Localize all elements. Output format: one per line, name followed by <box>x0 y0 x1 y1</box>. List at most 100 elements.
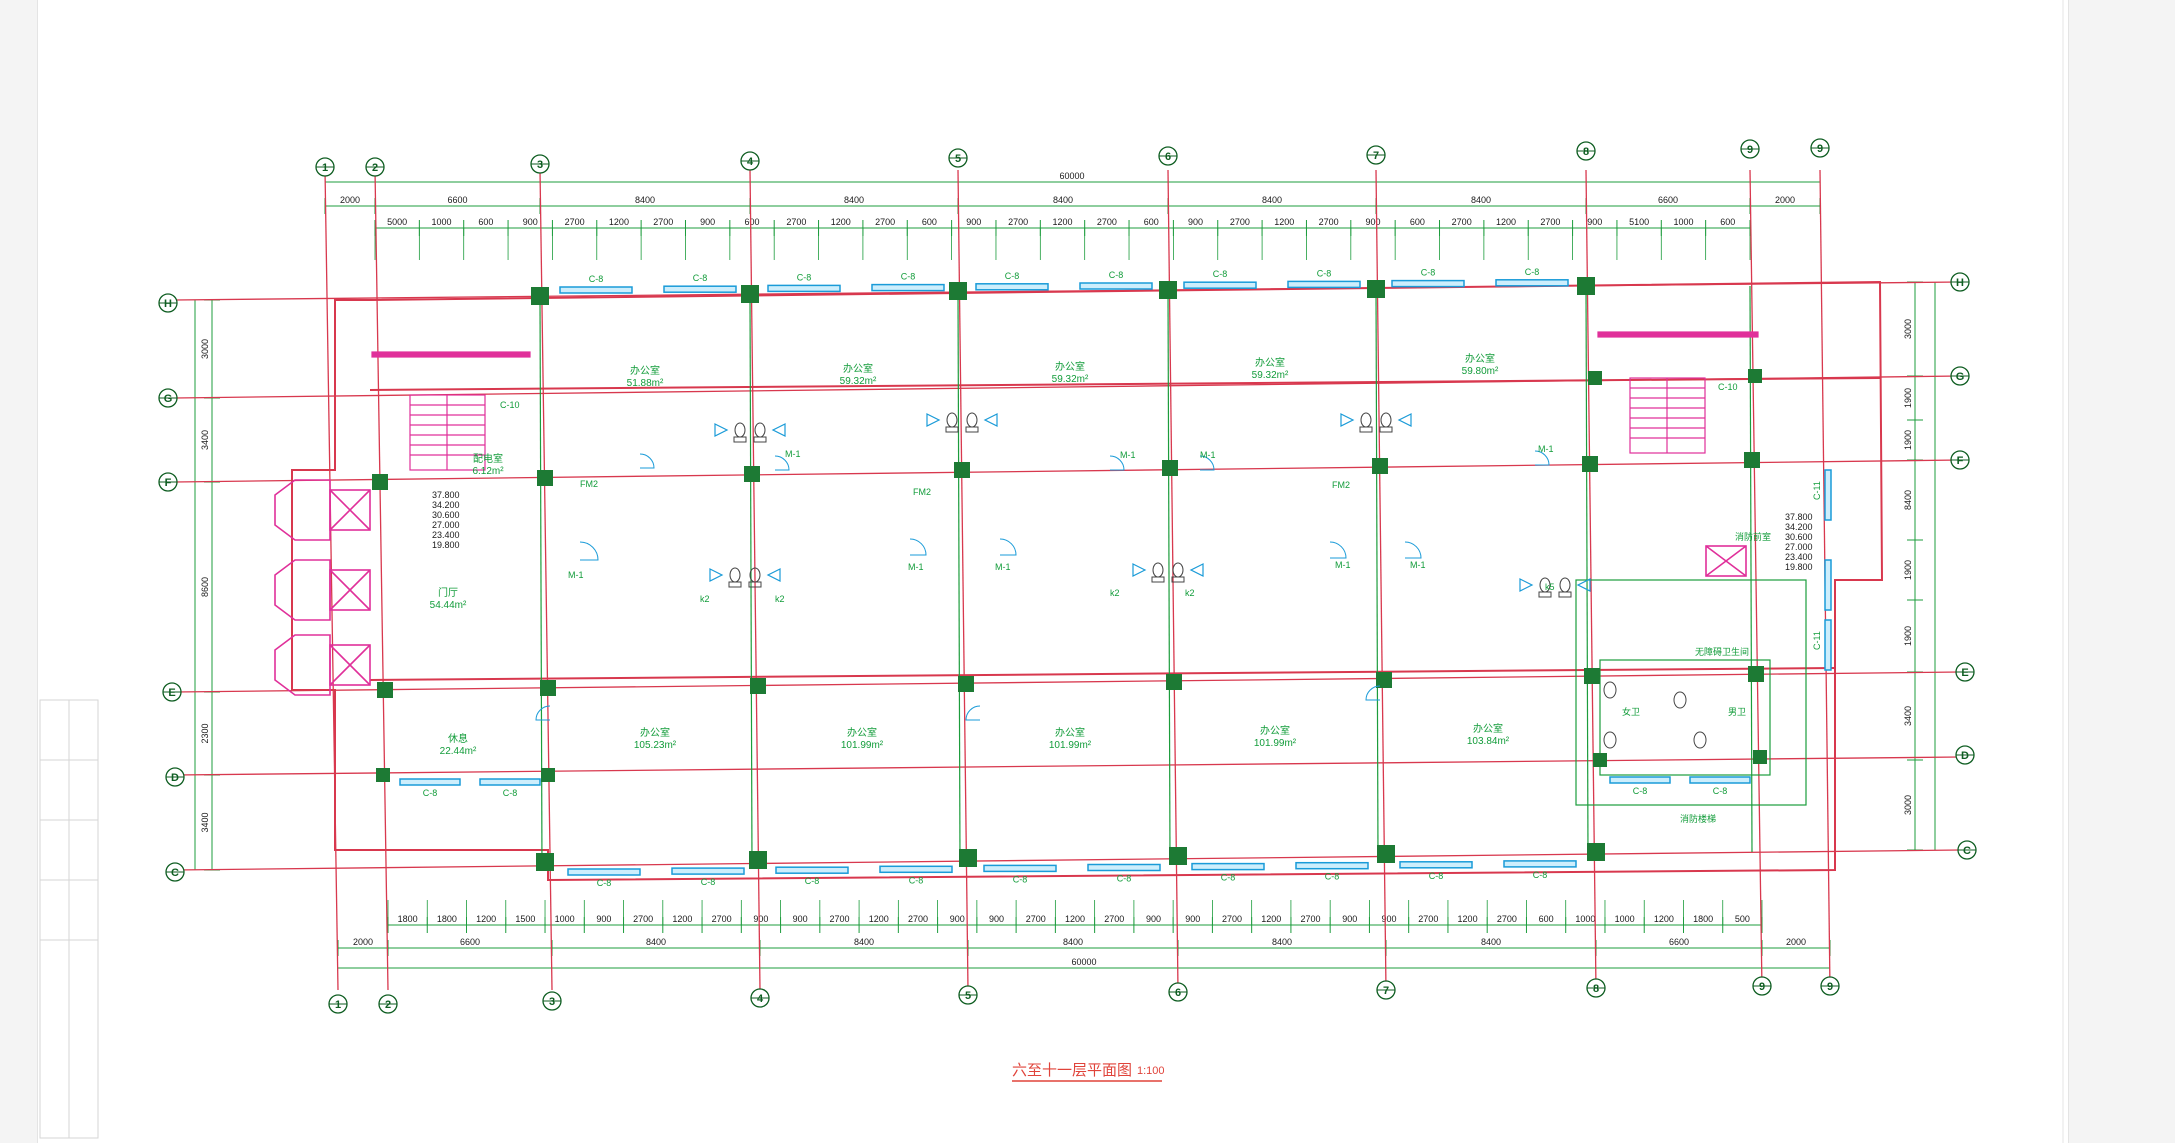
right-dim-label: 1900 <box>1903 430 1913 450</box>
bottom-grid-dim-label: 8400 <box>1272 937 1292 947</box>
elevation-right-4: 27.000 <box>1785 542 1813 552</box>
door-m1-a: M-1 <box>568 570 584 580</box>
axis-bubble-label: F <box>1957 455 1964 467</box>
door-swing <box>1365 685 1381 701</box>
bottom-detail-dim-label: 1200 <box>869 914 889 924</box>
window-c10-left: C-10 <box>500 400 520 410</box>
room-area: 6.12m² <box>472 466 504 477</box>
axis-bubble-label: 9 <box>1747 144 1753 156</box>
window-aux-label: C-8 <box>423 788 438 798</box>
left-dim-label: 8600 <box>200 577 210 597</box>
room-name: 办公室 <box>640 726 670 739</box>
column <box>750 678 766 694</box>
axis-bubble-label: G <box>164 393 173 405</box>
column <box>1584 668 1600 684</box>
column <box>1753 750 1767 764</box>
door-swing <box>1109 455 1125 471</box>
window-bottom-label: C-8 <box>701 877 716 887</box>
column <box>540 680 556 696</box>
door-m1-e: M-1 <box>1120 450 1136 460</box>
window-top-label: C-8 <box>693 273 708 283</box>
stair-left <box>371 351 531 471</box>
bottom-detail-dim-label: 2700 <box>1418 914 1438 924</box>
bottom-detail-dim-label: 500 <box>1735 914 1750 924</box>
toilet-k2-d: k2 <box>1185 588 1195 598</box>
top-detail-dim-label: 2700 <box>786 217 806 227</box>
window-top <box>871 283 945 292</box>
elevation-right-5: 23.400 <box>1785 552 1813 562</box>
top-grid-dim-label: 8400 <box>844 195 864 205</box>
top-detail-dim-label: 2700 <box>1540 217 1560 227</box>
bottom-detail-dim-label: 1500 <box>515 914 535 924</box>
bottom-detail-dim-label: 900 <box>950 914 965 924</box>
window-bottom <box>671 867 745 875</box>
bottom-grid-dim-label: 8400 <box>1063 937 1083 947</box>
elevator-shafts <box>274 479 1747 696</box>
top-detail-dim-label: 1000 <box>432 217 452 227</box>
bottom-grid-dim-label: 8400 <box>646 937 666 947</box>
bottom-detail-dim-label: 2700 <box>633 914 653 924</box>
bottom-detail-dim-label: 900 <box>596 914 611 924</box>
room-name: 配电室 <box>473 452 503 465</box>
bottom-detail-dim-label: 900 <box>793 914 808 924</box>
window-bottom <box>1503 860 1577 868</box>
right-dim-label: 3400 <box>1903 706 1913 726</box>
window-bottom-label: C-8 <box>1429 871 1444 881</box>
window-top <box>1495 279 1569 287</box>
room-name: 办公室 <box>847 726 877 739</box>
column <box>376 768 390 782</box>
door-swing <box>579 541 599 561</box>
room-name: 办公室 <box>1055 360 1085 373</box>
toilet-fixture <box>1693 731 1707 749</box>
bottom-detail-dim-label: 2700 <box>1301 914 1321 924</box>
door-swing <box>1404 541 1422 559</box>
elevation-left-4: 27.000 <box>432 520 460 530</box>
window-c11-b: C-11 <box>1812 631 1822 650</box>
window-bottom-label: C-8 <box>597 878 612 888</box>
elevation-left-5: 23.400 <box>432 530 460 540</box>
column <box>536 853 554 871</box>
bottom-grid-dim-label: 6600 <box>1669 937 1689 947</box>
door-fm-b: FM2 <box>913 487 931 497</box>
bottom-detail-dim-label: 1800 <box>1693 914 1713 924</box>
toilet-fixture <box>754 422 766 438</box>
drawing-title-block: 六至十一层平面图 1:100 <box>1012 1062 1165 1082</box>
stair-tag-label: 消防楼梯 <box>1680 813 1716 824</box>
window-top-label: C-8 <box>1005 271 1020 281</box>
room-name: 门厅 <box>438 586 458 599</box>
column <box>1748 666 1764 682</box>
window-top <box>1287 280 1361 289</box>
top-detail-dim-label: 5000 <box>387 217 407 227</box>
left-dim-label: 3400 <box>200 812 210 832</box>
axis-bubble-label: 9 <box>1759 981 1765 993</box>
door-swing <box>965 705 981 721</box>
axis-bubble-label: 5 <box>955 153 961 165</box>
stair-right <box>1597 331 1759 454</box>
top-detail-dim-label: 1200 <box>1496 217 1516 227</box>
room-area: 101.99m² <box>841 740 884 751</box>
top-detail-dim-label: 1200 <box>1052 217 1072 227</box>
column <box>1367 280 1385 298</box>
top-grid-dim-label: 6600 <box>447 195 467 205</box>
door-m1-b: M-1 <box>785 449 801 459</box>
column <box>1166 674 1182 690</box>
room-area: 22.44m² <box>440 746 477 757</box>
axis-bubble-label: 6 <box>1175 987 1181 999</box>
column <box>1169 847 1187 865</box>
toilet-fixture <box>734 422 746 438</box>
top-detail-dim-label: 2700 <box>1008 217 1028 227</box>
bottom-detail-dim-label: 1200 <box>1654 914 1674 924</box>
door-fm-c: FM2 <box>1332 480 1350 490</box>
top-grid-dim-label: 8400 <box>1053 195 1073 205</box>
window-aux <box>399 778 461 786</box>
bottom-detail-dim-label: 1200 <box>1458 914 1478 924</box>
window-bottom <box>879 865 953 874</box>
window-aux <box>479 778 541 786</box>
top-detail-dim-label: 600 <box>1410 217 1425 227</box>
window-bottom-label: C-8 <box>1221 873 1236 883</box>
window-c10-right: C-10 <box>1718 382 1738 392</box>
axis-bubble-label: 8 <box>1593 983 1599 995</box>
toilet-fixture <box>1152 562 1164 578</box>
